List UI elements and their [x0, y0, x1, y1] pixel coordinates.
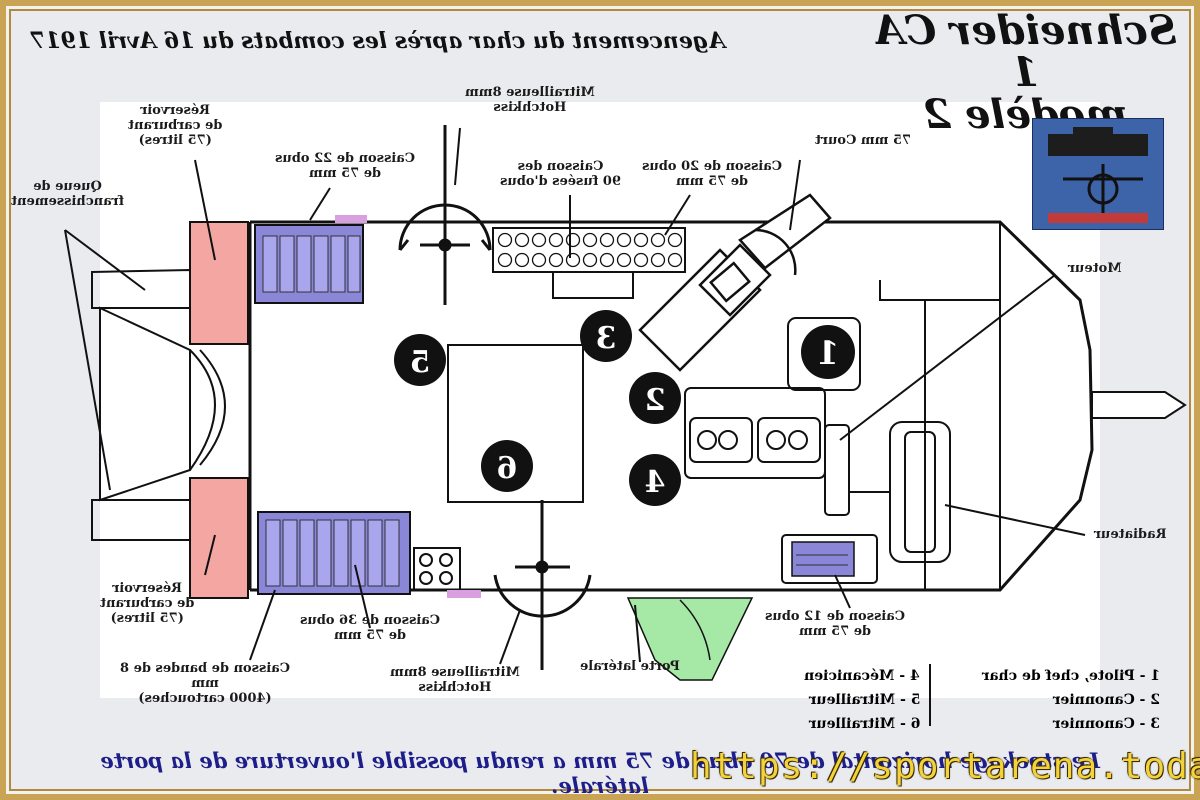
engine-block	[684, 387, 890, 516]
cannon-75mm	[638, 193, 832, 372]
fuse-hole	[650, 252, 666, 268]
fuse-holes	[497, 232, 683, 268]
label-radiator: Radiateur	[1093, 527, 1167, 542]
hatch-bottom	[447, 590, 481, 598]
crew-marker-5: 5	[394, 334, 446, 386]
crew-marker-6: 6	[481, 440, 533, 492]
leader-lines	[64, 127, 1086, 665]
legend-item-1: 1 - Pilote, chef de char	[981, 668, 1160, 684]
fuse-hole	[599, 252, 615, 268]
label-engine: Moteur	[1068, 261, 1122, 276]
shell-box-36	[257, 511, 411, 595]
crew-marker-2-label: 2	[645, 383, 666, 418]
label-shell-box-12: Caisson de 12 obus de 75 mm	[764, 609, 906, 639]
label-shell-box-20: Caisson de 20 obus de 75 mm	[641, 159, 783, 189]
legend-item-4: 4 - Mécanicien	[804, 668, 920, 684]
shell-box-12	[781, 534, 878, 584]
hatch-top	[335, 215, 367, 223]
crew-marker-5-label: 5	[410, 345, 431, 380]
fuse-hole	[565, 252, 581, 268]
fuse-hole	[582, 252, 598, 268]
fuse-hole	[650, 232, 666, 248]
fuse-hole	[548, 252, 564, 268]
fuse-hole	[616, 232, 632, 248]
label-machine-gun-top: Mitrailleuse 8mm Hotchkiss	[465, 85, 595, 115]
shell-box-22	[254, 224, 364, 304]
crew-marker-2: 2	[629, 372, 681, 424]
diagram-sheet	[100, 102, 1100, 698]
label-reservoir-bottom: Réservoir de carburant (75 litres)	[99, 581, 195, 626]
fuse-hole	[667, 252, 683, 268]
label-cannon: 75 mm Court	[815, 133, 911, 148]
fuse-hole	[514, 252, 530, 268]
fuel-reservoir-top	[189, 221, 249, 345]
crew-marker-3: 3	[580, 310, 632, 362]
fuse-hole	[565, 232, 581, 248]
fuel-reservoir-bottom	[189, 477, 249, 599]
site-watermark: https://sportarena.today/	[690, 746, 1200, 787]
crew-marker-4-label: 4	[645, 465, 666, 500]
central-platform	[447, 344, 584, 503]
label-shell-box-22: Caisson de 22 obus de 75 mm	[274, 151, 416, 181]
cartridge-box	[413, 547, 461, 591]
label-tail-skid: Queue de franchissement	[11, 179, 125, 209]
door-swing-arc	[679, 599, 711, 661]
crew-marker-6-label: 6	[497, 451, 518, 486]
fuse-hole	[548, 232, 564, 248]
crew-marker-1-label: 1	[817, 334, 839, 372]
machine-gun-top	[398, 125, 492, 305]
fuse-hole	[582, 232, 598, 248]
legend-item-5: 5 - Mitrailleur	[808, 692, 920, 708]
label-fuse-box: Caisson des 90 fusées d'obus	[500, 159, 621, 189]
fuse-hole	[667, 232, 683, 248]
fuse-hole	[616, 252, 632, 268]
machine-gun-bottom	[493, 500, 592, 670]
label-cartridge-belts: Caisson de bandes de 8 mm (4000 cartouch…	[120, 661, 290, 706]
fuse-hole	[514, 232, 530, 248]
fuse-hole	[599, 232, 615, 248]
legend-item-2: 2 - Canonnier	[1053, 692, 1160, 708]
side-door	[626, 597, 754, 681]
label-reservoir-top: Réservoir de carburant (75 litres)	[127, 103, 223, 148]
crew-marker-1: 1	[801, 325, 855, 379]
front-ram	[1091, 391, 1187, 419]
label-shell-box-36: Caisson de 36 obus de 75 mm	[299, 613, 441, 643]
fuse-hole	[497, 252, 513, 268]
label-machine-gun-bottom: Mitrailleuse 8mm Hotchkiss	[390, 665, 520, 695]
museum-logo	[1032, 118, 1164, 230]
fuse-box	[492, 227, 686, 299]
legend-item-6: 6 - Mitrailleur	[808, 716, 920, 732]
radiator	[889, 421, 951, 563]
label-side-door: Porte latérale	[580, 659, 680, 674]
legend-item-3: 3 - Canonnier	[1053, 716, 1160, 732]
fuse-hole	[531, 232, 547, 248]
crew-marker-4: 4	[629, 454, 681, 506]
logo-emblem-icon	[1033, 119, 1163, 229]
crew-marker-3-label: 3	[596, 321, 617, 356]
fuse-hole	[531, 252, 547, 268]
fuse-hole	[497, 232, 513, 248]
fuse-hole	[633, 252, 649, 268]
fuse-hole	[633, 232, 649, 248]
